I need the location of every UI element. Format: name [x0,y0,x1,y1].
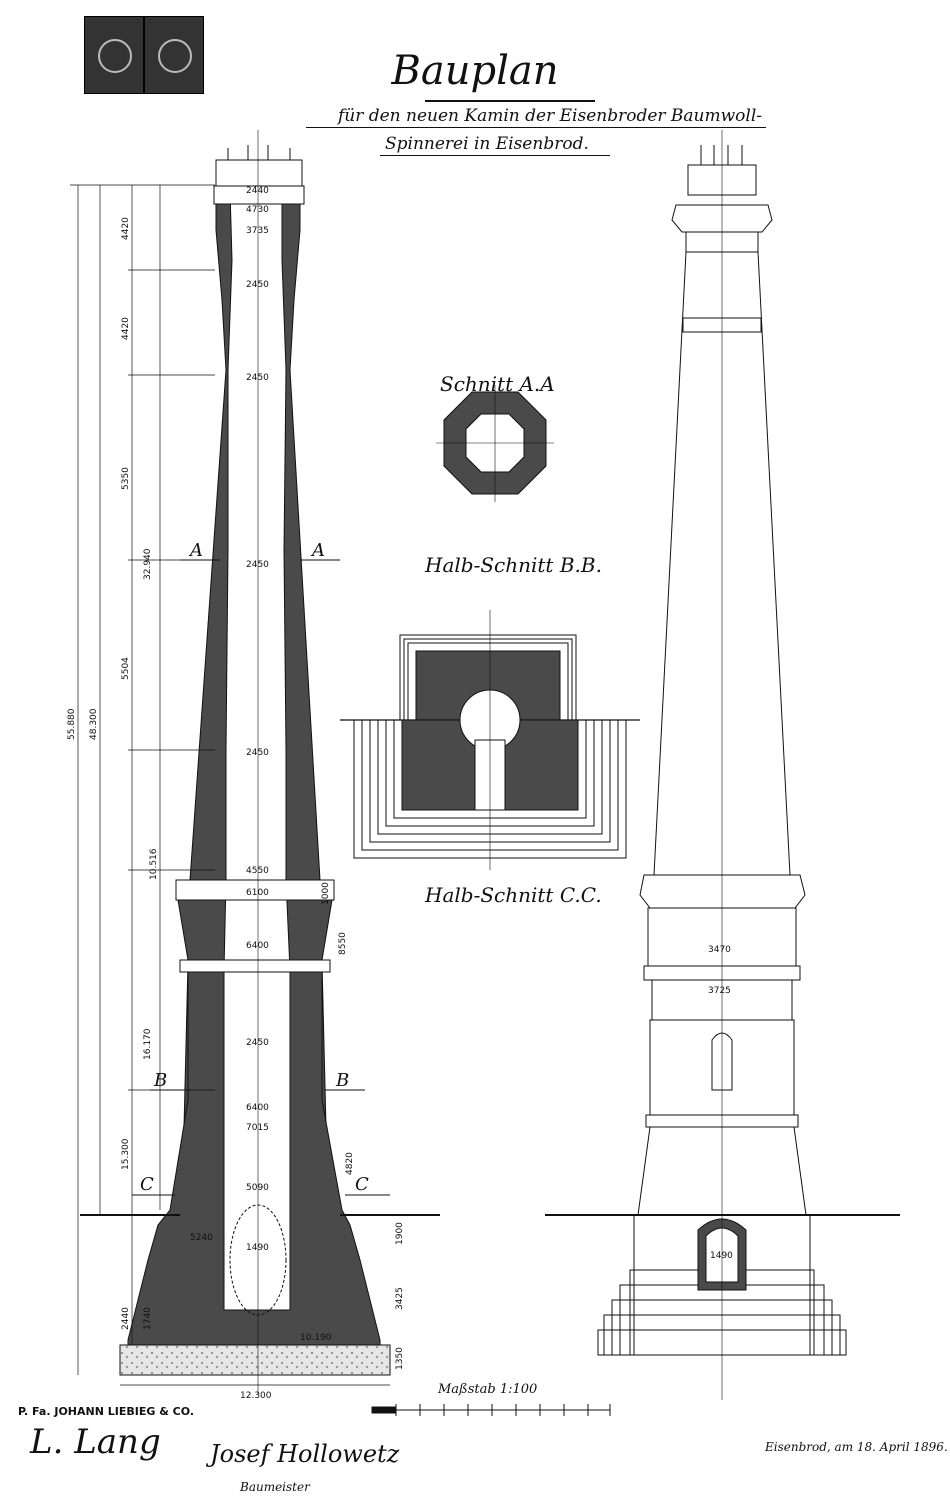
dim-front: 1490 [710,1251,733,1261]
builder-signature: Josef Hollowetz [210,1440,400,1468]
dim-right: 1350 [395,1347,405,1370]
marker-b-right: B [335,1070,349,1091]
marker-c-left: C [140,1174,154,1195]
lower-cornice [175,879,335,901]
scale-bar [371,1404,611,1416]
flue [223,189,291,1311]
marker-c-right: C [355,1174,369,1195]
dim-right: 3425 [395,1287,405,1310]
builder-role: Baumeister [240,1480,310,1494]
dim-inner: 6100 [246,888,269,898]
dimension-labels: 55.880 48.300 4420 4420 5350 32.940 5504… [67,186,405,1401]
revenue-stamps [84,16,204,94]
base-band [179,959,331,973]
dim-inner: 4550 [246,866,269,876]
dim-segment: 4420 [121,317,131,340]
subtitle-line-1: für den neuen Kamin der Eisenbroder Baum… [337,106,763,126]
marker-b-left: B [153,1070,167,1091]
dim-height-above: 48.300 [89,708,99,740]
dim-inner: 6400 [246,941,269,951]
dim-segment: 32.940 [143,548,153,580]
dim-segment: 5504 [121,657,131,680]
chimney-section [80,130,440,1395]
place-date: Eisenbrod, am 18. April 1896. [765,1440,948,1454]
firm-signature: L. Lang [30,1422,161,1462]
dim-right: 8550 [338,932,348,955]
elev-cornice-lower [639,874,806,909]
section-bb-cc-drawing [340,610,640,870]
dim-front: 3470 [708,945,731,955]
dim-right: 4820 [345,1152,355,1175]
scale-label: Maßstab 1:100 [438,1382,538,1397]
title-underline [425,100,595,102]
stamp-right [144,16,204,94]
dim-inner: 6400 [246,1103,269,1113]
dim-inner: 3735 [246,226,269,236]
dim-inner: 2450 [246,1038,269,1048]
foundation [119,1344,391,1376]
dim-inner: 5090 [246,1183,269,1193]
firm-stamp: P. Fa. JOHANN LIEBIEG & CO. [18,1405,195,1418]
section-aa-label: Schnitt A.A [440,372,555,396]
dim-segment: 10.516 [149,848,159,880]
elevation-dimension-labels: 3470 3725 1490 [708,945,733,1261]
ash-pit [229,1204,287,1316]
section-cc-label: Halb-Schnitt C.C. [425,883,602,907]
section-aa-drawing [436,385,554,502]
dim-segment: 4420 [121,217,131,240]
dim-segment: 2440 [121,1307,131,1330]
dim-segment: 1740 [143,1307,153,1330]
dim-inner: 2450 [246,373,269,383]
subtitle-underline [306,127,766,128]
dim-inner: 2450 [246,280,269,290]
dim-inner: 2450 [246,560,269,570]
marker-a-right: A [310,540,325,561]
section-marker-lines [132,559,390,1196]
dim-segment: 15.300 [121,1138,131,1170]
stamp-left [84,16,144,94]
dim-inner: 4730 [246,205,269,215]
dim-right: 1000 [321,882,331,905]
subtitle-line-2: Spinnerei in Eisenbrod. [385,134,589,154]
section-bb-label: Halb-Schnitt B.B. [425,553,602,577]
dim-front: 3725 [708,986,731,996]
dim-foundation-width: 10.190 [300,1333,332,1343]
dim-right: 1900 [395,1222,405,1245]
section-markers: A A B B C C [140,540,369,1195]
crown-top [215,159,303,187]
dim-total-height: 55.880 [67,708,77,740]
dim-segment: 5350 [121,467,131,490]
dim-inner: 5240 [190,1233,213,1243]
dim-inner: 2440 [246,186,269,196]
dim-inner: 1490 [246,1243,269,1253]
drawing-title: Bauplan [391,48,559,94]
chimney-elevation [545,130,900,1400]
dim-segment: 16.170 [143,1028,153,1060]
marker-a-left: A [188,540,203,561]
dim-base-width: 12.300 [240,1391,272,1401]
dim-inner: 7015 [246,1123,269,1133]
subtitle-underline [380,155,610,156]
dim-inner: 2450 [246,748,269,758]
